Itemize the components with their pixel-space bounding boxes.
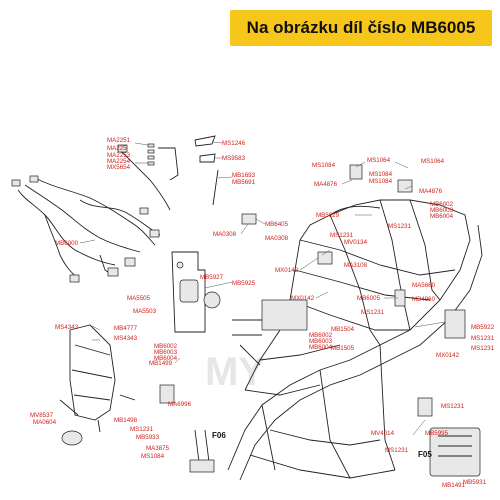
label-mb1499[interactable]: MB1499: [149, 360, 173, 367]
label-ms1231-f[interactable]: MS1231: [130, 426, 154, 433]
label-mb5691[interactable]: MB5691: [232, 179, 256, 186]
label-mv0134[interactable]: MV0134: [344, 239, 368, 246]
ecu-unit: [417, 397, 481, 477]
label-ms1084-c[interactable]: MS1084: [369, 178, 393, 185]
label-mb5931[interactable]: MB5931: [463, 479, 487, 486]
label-mb6004-b[interactable]: MB6004: [154, 355, 178, 362]
fork-assembly: [189, 429, 215, 473]
label-mb1491[interactable]: MB1491: [442, 482, 466, 489]
label-ma0308-right[interactable]: MA0308: [265, 235, 289, 242]
label-ms1064-a[interactable]: MS1064: [367, 157, 391, 164]
label-mb6003-a[interactable]: MB6003: [430, 207, 454, 214]
main-frame: [227, 164, 483, 481]
label-ma4876-b[interactable]: MA4876: [419, 188, 443, 195]
label-ms1231-a[interactable]: MS1231: [388, 223, 412, 230]
label-mb5929[interactable]: MB5929: [316, 212, 340, 219]
label-ms1231-b[interactable]: MS1231: [330, 232, 354, 239]
label-ma5503[interactable]: MA5503: [133, 308, 157, 315]
label-ms9583[interactable]: MS9583: [222, 155, 246, 162]
label-ma0604[interactable]: MA0604: [33, 419, 57, 426]
section-labels: F06 F05: [212, 431, 432, 459]
label-ms4343-b[interactable]: MS4343: [114, 335, 138, 342]
label-mb4960[interactable]: MB4960: [412, 296, 436, 303]
label-mb1504[interactable]: MB1504: [331, 326, 355, 333]
label-mb6004-a[interactable]: MB6004: [430, 213, 454, 220]
label-ma5660[interactable]: MA5660: [412, 282, 436, 289]
label-mb5995[interactable]: MB5995: [425, 430, 449, 437]
label-ma2253[interactable]: MA2253: [107, 152, 131, 159]
ignition-switch-group: [171, 251, 221, 333]
label-ma4876-a[interactable]: MA4876: [314, 181, 338, 188]
label-mb6005[interactable]: MB6005: [357, 295, 381, 302]
label-ma5505[interactable]: MA5505: [127, 295, 151, 302]
label-ms1246[interactable]: MS1246: [222, 140, 246, 147]
label-mb6000[interactable]: MB6000: [55, 240, 79, 247]
label-mx0142-b[interactable]: MX0142: [291, 295, 315, 302]
label-mb1505[interactable]: MB1505: [331, 345, 355, 352]
wiring-harness: [11, 144, 171, 283]
section-f06: F06: [212, 431, 226, 440]
leader-lines: [79, 141, 446, 436]
label-ma3108[interactable]: MA3108: [344, 262, 368, 269]
label-mb5922[interactable]: MB5922: [471, 324, 495, 331]
front-bracket: [59, 324, 175, 446]
title-banner: Na obrázku díl číslo MB6005: [230, 10, 492, 46]
label-ms4343-a[interactable]: MS4343: [55, 324, 79, 331]
label-mb5927[interactable]: MB5927: [200, 274, 224, 281]
label-ms1231-g[interactable]: MS1231: [441, 403, 465, 410]
label-ms1231-d[interactable]: MS1231: [471, 335, 495, 342]
label-ms1084-d[interactable]: MS1084: [141, 453, 165, 460]
label-ms1084-a[interactable]: MS1084: [312, 162, 336, 169]
label-mb1693[interactable]: MB1693: [232, 172, 256, 179]
title-text: Na obrázku díl číslo MB6005: [246, 18, 476, 37]
label-mb5933[interactable]: MB5933: [136, 434, 160, 441]
label-ms1064-b[interactable]: MS1064: [421, 158, 445, 165]
label-mx0142-c[interactable]: MX0142: [436, 352, 460, 359]
label-mb6003-c[interactable]: MB6003: [309, 338, 333, 345]
label-ma225[interactable]: MA225: [107, 145, 127, 152]
label-mv4014[interactable]: MV4014: [371, 430, 395, 437]
label-mb4777[interactable]: MB4777: [114, 325, 138, 332]
label-ms1231-c[interactable]: MS1231: [361, 309, 385, 316]
label-mb6002-c[interactable]: MB6002: [309, 332, 333, 339]
watermark: MY: [205, 350, 265, 394]
label-mx5654[interactable]: MX5654: [107, 164, 131, 171]
label-ma3875[interactable]: MA3875: [146, 445, 170, 452]
label-mb5925[interactable]: MB5925: [232, 280, 256, 287]
label-ms1231-e[interactable]: MS1231: [471, 345, 495, 352]
label-mb6002-a[interactable]: MB6002: [430, 201, 454, 208]
label-mb6002-b[interactable]: MB6002: [154, 343, 178, 350]
label-ms1084-b[interactable]: MS1084: [369, 171, 393, 178]
label-ma6996[interactable]: MA6996: [168, 401, 192, 408]
fasteners-group: [147, 135, 257, 225]
section-f05: F05: [418, 450, 432, 459]
label-ma0308-left[interactable]: MA0308: [213, 231, 237, 238]
label-mx0142-a[interactable]: MX0142: [275, 267, 299, 274]
label-ma2251[interactable]: MA2251: [107, 137, 131, 144]
label-ma2254[interactable]: MA2254: [107, 158, 131, 165]
part-labels: MA2251 MA225 MS1246 MA2253 MA2254 MX5654…: [30, 137, 495, 489]
label-mb6004-c[interactable]: MB6004: [309, 344, 333, 351]
label-ms1231-h[interactable]: MS1231: [385, 447, 409, 454]
label-mb6405[interactable]: MB6405: [265, 221, 289, 228]
label-mb1498[interactable]: MB1498: [114, 417, 138, 424]
label-mv8537[interactable]: MV8537: [30, 412, 54, 419]
label-mb6003-b[interactable]: MB6003: [154, 349, 178, 356]
